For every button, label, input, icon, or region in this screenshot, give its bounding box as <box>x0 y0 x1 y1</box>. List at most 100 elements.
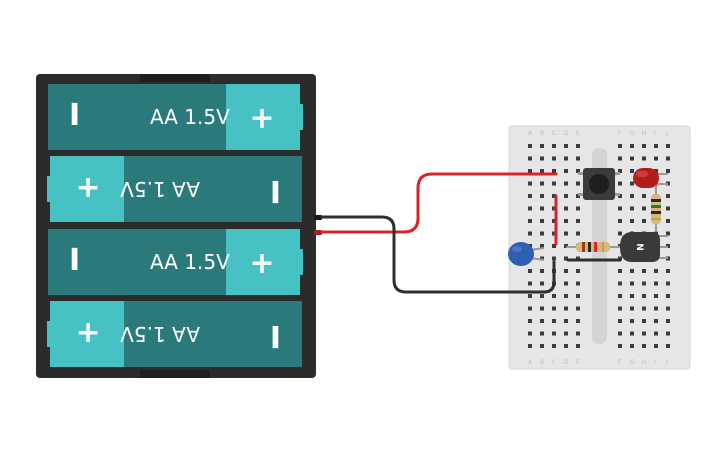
breadboard-hole[interactable] <box>576 306 580 311</box>
capacitor-ceramic[interactable] <box>508 242 545 266</box>
breadboard-hole[interactable] <box>642 194 646 198</box>
breadboard-hole[interactable] <box>630 144 634 148</box>
breadboard-hole[interactable] <box>540 244 544 248</box>
breadboard-hole[interactable] <box>618 144 622 148</box>
breadboard-hole[interactable] <box>576 156 580 161</box>
breadboard-hole[interactable] <box>654 144 658 148</box>
breadboard-hole[interactable] <box>618 306 622 311</box>
breadboard-hole[interactable] <box>564 144 568 148</box>
breadboard-hole[interactable] <box>564 194 568 198</box>
breadboard-hole[interactable] <box>540 231 544 236</box>
breadboard-hole[interactable] <box>540 331 544 336</box>
breadboard-hole[interactable] <box>540 144 544 148</box>
breadboard-hole[interactable] <box>564 206 568 211</box>
breadboard-hole[interactable] <box>576 269 580 273</box>
breadboard-hole[interactable] <box>576 281 580 286</box>
battery-cell-3[interactable]: I AA 1.5V + <box>48 229 303 295</box>
breadboard-hole[interactable] <box>618 294 622 298</box>
battery-cell-1[interactable]: I AA 1.5V + <box>48 84 303 150</box>
breadboard-hole[interactable] <box>618 169 622 173</box>
breadboard-hole[interactable] <box>618 219 622 223</box>
breadboard-hole[interactable] <box>540 219 544 223</box>
breadboard-hole[interactable] <box>540 194 544 198</box>
breadboard-hole[interactable] <box>540 181 544 186</box>
breadboard-hole[interactable] <box>540 206 544 211</box>
breadboard-hole[interactable] <box>642 306 646 311</box>
breadboard-hole[interactable] <box>576 144 580 148</box>
breadboard-hole[interactable] <box>552 194 556 198</box>
breadboard-hole[interactable] <box>528 231 532 236</box>
breadboard-hole[interactable] <box>552 344 556 348</box>
breadboard-hole[interactable] <box>654 156 658 161</box>
breadboard-hole[interactable] <box>552 294 556 298</box>
breadboard-hole[interactable] <box>666 319 670 323</box>
breadboard-hole[interactable] <box>666 306 670 311</box>
breadboard-hole[interactable] <box>576 319 580 323</box>
breadboard-hole[interactable] <box>552 319 556 323</box>
resistor-vertical[interactable] <box>651 186 661 232</box>
breadboard-hole[interactable] <box>654 344 658 348</box>
breadboard-hole[interactable] <box>528 269 532 273</box>
breadboard-hole[interactable] <box>528 169 532 173</box>
breadboard-hole[interactable] <box>552 144 556 148</box>
breadboard-hole[interactable] <box>540 256 544 261</box>
breadboard-hole[interactable] <box>576 294 580 298</box>
breadboard-hole[interactable] <box>630 344 634 348</box>
breadboard-hole[interactable] <box>642 156 646 161</box>
breadboard-hole[interactable] <box>642 344 646 348</box>
breadboard-hole[interactable] <box>642 206 646 211</box>
breadboard-hole[interactable] <box>630 219 634 223</box>
breadboard-hole[interactable] <box>666 219 670 223</box>
breadboard-hole[interactable] <box>576 219 580 223</box>
breadboard-hole[interactable] <box>564 294 568 298</box>
breadboard-hole[interactable] <box>576 206 580 211</box>
breadboard-hole[interactable] <box>564 306 568 311</box>
breadboard-hole[interactable] <box>540 269 544 273</box>
breadboard-hole[interactable] <box>540 281 544 286</box>
breadboard-hole[interactable] <box>618 231 622 236</box>
breadboard-hole[interactable] <box>564 219 568 223</box>
breadboard-hole[interactable] <box>564 269 568 273</box>
breadboard-hole[interactable] <box>564 231 568 236</box>
breadboard-hole[interactable] <box>552 169 556 173</box>
breadboard-hole[interactable] <box>576 169 580 173</box>
breadboard-hole[interactable] <box>642 144 646 148</box>
breadboard-hole[interactable] <box>564 319 568 323</box>
wire-black-negative[interactable] <box>320 215 556 294</box>
breadboard-hole[interactable] <box>630 331 634 336</box>
breadboard-hole[interactable] <box>528 156 532 161</box>
breadboard-hole[interactable] <box>642 219 646 223</box>
breadboard-hole[interactable] <box>618 331 622 336</box>
breadboard-hole[interactable] <box>552 206 556 211</box>
led-red[interactable] <box>633 168 668 188</box>
breadboard-hole[interactable] <box>564 281 568 286</box>
breadboard-hole[interactable] <box>528 144 532 148</box>
breadboard-hole[interactable] <box>666 169 670 173</box>
breadboard-hole[interactable] <box>618 156 622 161</box>
breadboard-hole[interactable] <box>618 344 622 348</box>
breadboard-hole[interactable] <box>630 306 634 311</box>
breadboard-hole[interactable] <box>666 206 670 211</box>
breadboard-hole[interactable] <box>528 306 532 311</box>
breadboard-hole[interactable] <box>552 331 556 336</box>
pushbutton-cap[interactable] <box>589 174 609 194</box>
battery-terminal-positive[interactable] <box>314 230 322 235</box>
breadboard-hole[interactable] <box>618 206 622 211</box>
breadboard-hole[interactable] <box>618 269 622 273</box>
breadboard-hole[interactable] <box>552 156 556 161</box>
breadboard-hole[interactable] <box>666 294 670 298</box>
battery-cell-2[interactable]: I AA 1.5V + <box>47 156 302 222</box>
breadboard-hole[interactable] <box>540 169 544 173</box>
breadboard-hole[interactable] <box>552 244 556 248</box>
breadboard-hole[interactable] <box>630 269 634 273</box>
breadboard-hole[interactable] <box>564 331 568 336</box>
pushbutton[interactable] <box>578 168 620 200</box>
breadboard-hole[interactable] <box>564 169 568 173</box>
breadboard-hole[interactable] <box>618 181 622 186</box>
breadboard-hole[interactable] <box>528 181 532 186</box>
breadboard-hole[interactable] <box>528 219 532 223</box>
breadboard-hole[interactable] <box>630 194 634 198</box>
breadboard-hole[interactable] <box>528 194 532 198</box>
breadboard-hole[interactable] <box>666 156 670 161</box>
wire-red-positive[interactable] <box>320 172 558 234</box>
